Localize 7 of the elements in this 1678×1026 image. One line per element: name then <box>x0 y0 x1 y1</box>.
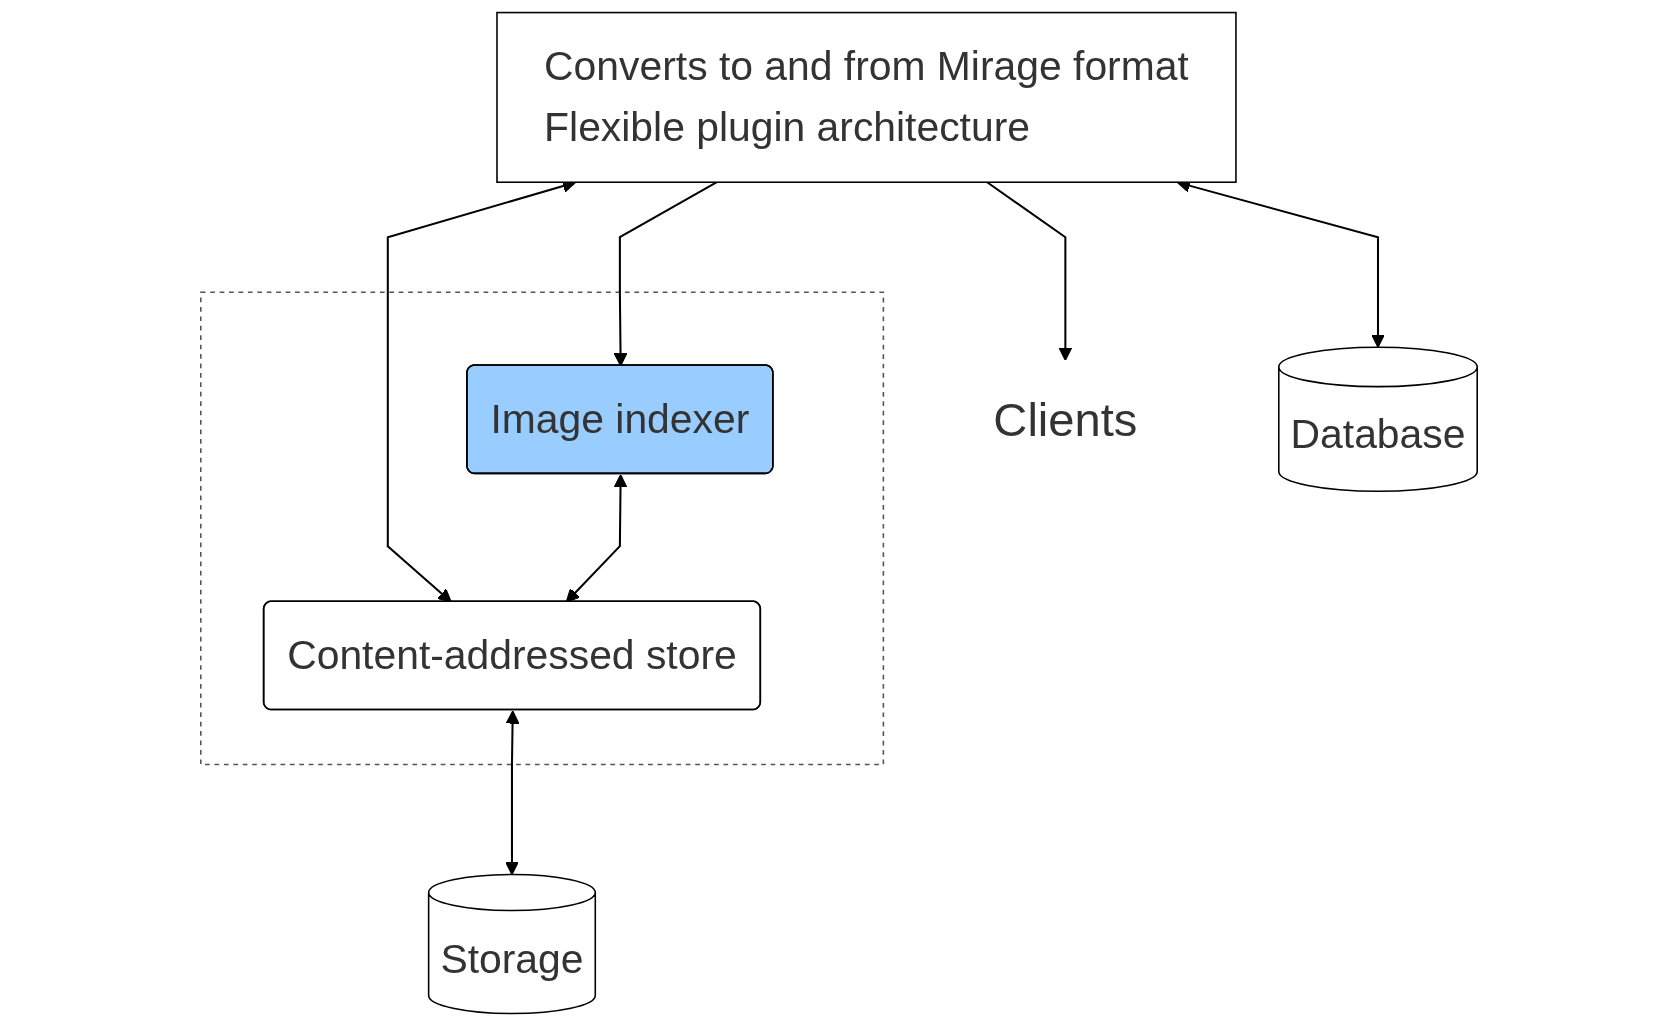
arrow <box>986 181 1073 361</box>
cluster <box>200 291 885 766</box>
node-box: Converts to and from Mirage format Flexible plugin architecture <box>496 11 1237 183</box>
arrow <box>505 710 520 876</box>
node-text: Clients <box>993 393 1138 446</box>
arrow <box>613 181 718 367</box>
arrow <box>565 474 628 603</box>
